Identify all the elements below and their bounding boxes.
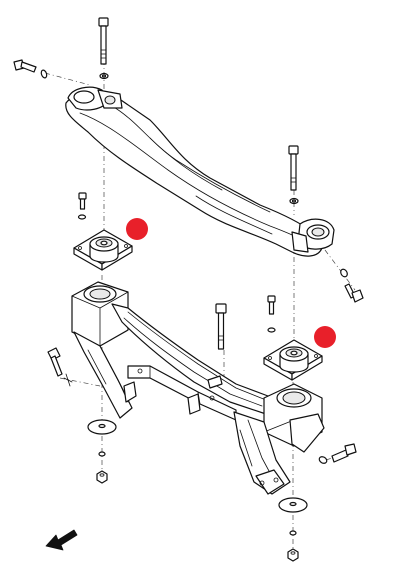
upper-rear-mount-bushing (73, 229, 133, 271)
upper-right-side-bolt (340, 268, 364, 303)
direction-arrow-icon (45, 529, 78, 551)
left-mount-small-bolt (77, 192, 87, 220)
lower-right-washer-nut (278, 497, 308, 562)
upper-crossmember-arm (65, 86, 335, 257)
rear-subframe (71, 281, 325, 495)
upper-rear-mount-marker (126, 218, 148, 240)
lower-left-washer-nut (87, 419, 117, 484)
upper-left-side-bolt (13, 59, 48, 79)
upper-right-mount-bolt (288, 145, 299, 205)
lower-rear-mount-bushing (263, 339, 323, 381)
right-mount-small-bolt (267, 295, 276, 333)
upper-left-mount-bolt (98, 17, 109, 80)
lower-left-side-bolt (47, 347, 73, 387)
center-mount-bolt (215, 303, 227, 350)
lower-right-side-bolt (318, 443, 357, 464)
lower-rear-mount-marker (314, 326, 336, 348)
